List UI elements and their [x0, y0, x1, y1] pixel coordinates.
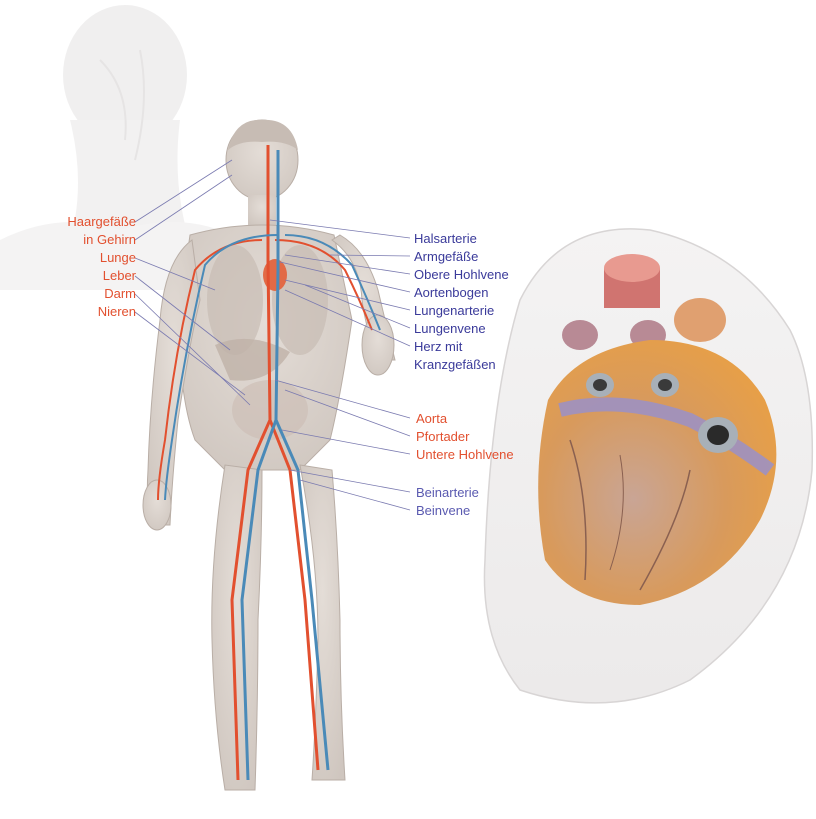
- label-haargefaesse-line1: Haargefäße: [67, 213, 136, 230]
- label-haargefaesse-line2: in Gehirn: [83, 231, 136, 248]
- label-lungenarterie: Lungenarterie: [414, 302, 494, 319]
- label-beinvene: Beinvene: [416, 502, 470, 519]
- label-untere-hohlvene: Untere Hohlvene: [416, 446, 514, 463]
- label-beinarterie: Beinarterie: [416, 484, 479, 501]
- label-obere-hohlvene: Obere Hohlvene: [414, 266, 509, 283]
- label-herz-line2: Kranzgefäßen: [414, 356, 496, 373]
- label-lungenvene: Lungenvene: [414, 320, 486, 337]
- label-halsarterie: Halsarterie: [414, 230, 477, 247]
- heart-closeup-figure: [484, 229, 812, 703]
- label-nieren: Nieren: [98, 303, 136, 320]
- label-aorta: Aorta: [416, 410, 447, 427]
- label-herz-line1: Herz mit: [414, 338, 462, 355]
- label-aortenbogen: Aortenbogen: [414, 284, 488, 301]
- label-lunge: Lunge: [100, 249, 136, 266]
- label-pfortader: Pfortader: [416, 428, 469, 445]
- label-armgefaesse: Armgefäße: [414, 248, 478, 265]
- label-leber: Leber: [103, 267, 136, 284]
- label-darm: Darm: [104, 285, 136, 302]
